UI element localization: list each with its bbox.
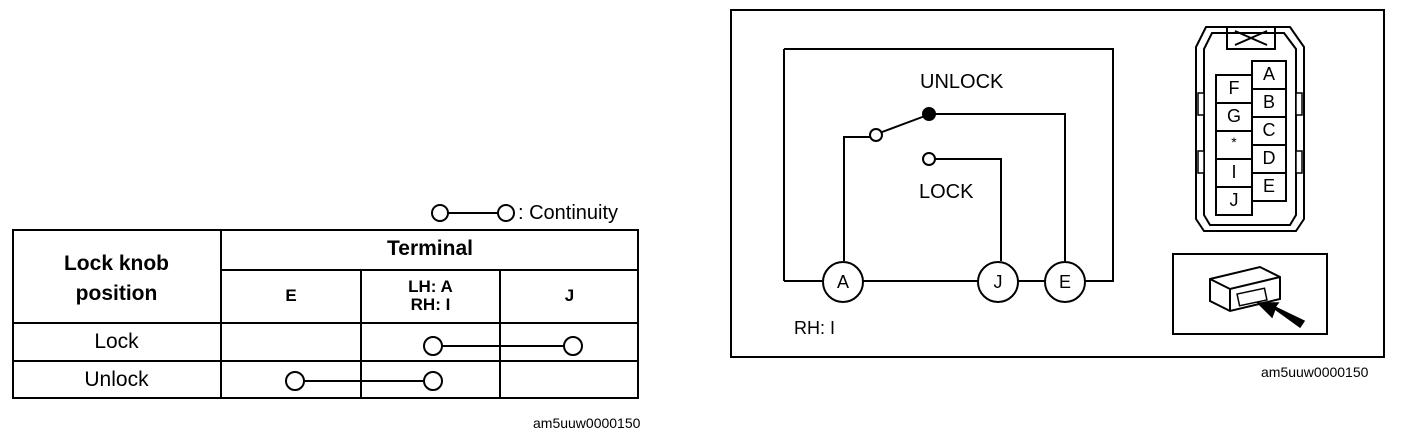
- pin-b-label: B: [1262, 92, 1275, 112]
- pin-g-label: G: [1226, 106, 1241, 126]
- row-label-lock: Lock: [94, 330, 139, 353]
- continuity-legend: : Continuity: [430, 200, 645, 226]
- column-header-e: E: [285, 286, 297, 305]
- pin-d-label: D: [1262, 148, 1276, 168]
- pin-j-label: J: [1229, 190, 1239, 210]
- terminal-j-circle: [977, 261, 1019, 303]
- row-label-unlock: Unlock: [84, 368, 149, 391]
- row-header-line1: Lock knob: [63, 252, 169, 275]
- terminal-header: Terminal: [387, 237, 473, 260]
- row-header-line2: position: [75, 282, 158, 305]
- pin-e-label: E: [1262, 176, 1275, 196]
- column-header-j: J: [564, 286, 575, 305]
- pin-a-label: A: [1262, 64, 1275, 84]
- continuity-symbol-icon: [431, 204, 515, 222]
- terminal-e-label: E: [1058, 272, 1071, 292]
- figure-caption-right: am5uuw0000150: [1261, 364, 1369, 380]
- switch-wiring-diagram: UNLOCK LOCK A J E RH: I A B C D E F G * …: [730, 9, 1385, 358]
- wiring-schematic: [730, 9, 1385, 358]
- lock-row-continuity: [423, 336, 583, 356]
- terminal-a-circle: [822, 261, 864, 303]
- lock-label: LOCK: [919, 181, 974, 203]
- pin-f-label: F: [1228, 78, 1240, 98]
- terminal-j-label: J: [993, 272, 1003, 292]
- row-header: Lock knob position: [12, 249, 221, 309]
- unlock-label: UNLOCK: [920, 71, 1004, 93]
- figure-caption-left: am5uuw0000150: [533, 415, 641, 431]
- terminal-e-circle: [1044, 261, 1086, 303]
- column-header-a-i: LH: A RH: I: [361, 278, 500, 314]
- rh-note: RH: I: [794, 318, 836, 338]
- terminal-a-label: A: [836, 272, 849, 292]
- pin-i-label: I: [1231, 162, 1237, 182]
- table-grid: [12, 229, 639, 399]
- column-header-a-i-line2: RH: I: [410, 295, 451, 314]
- harness-view-icon: [1172, 253, 1328, 335]
- unlock-row-continuity: [285, 371, 443, 391]
- column-header-a-i-line1: LH: A: [408, 277, 453, 296]
- pin-c-label: C: [1262, 120, 1276, 140]
- continuity-table: Lock knob position Terminal E LH: A RH: …: [12, 229, 639, 399]
- connector-face-icon: [1195, 26, 1305, 232]
- continuity-legend-text: : Continuity: [518, 202, 619, 224]
- pin-blank-label: *: [1231, 134, 1237, 150]
